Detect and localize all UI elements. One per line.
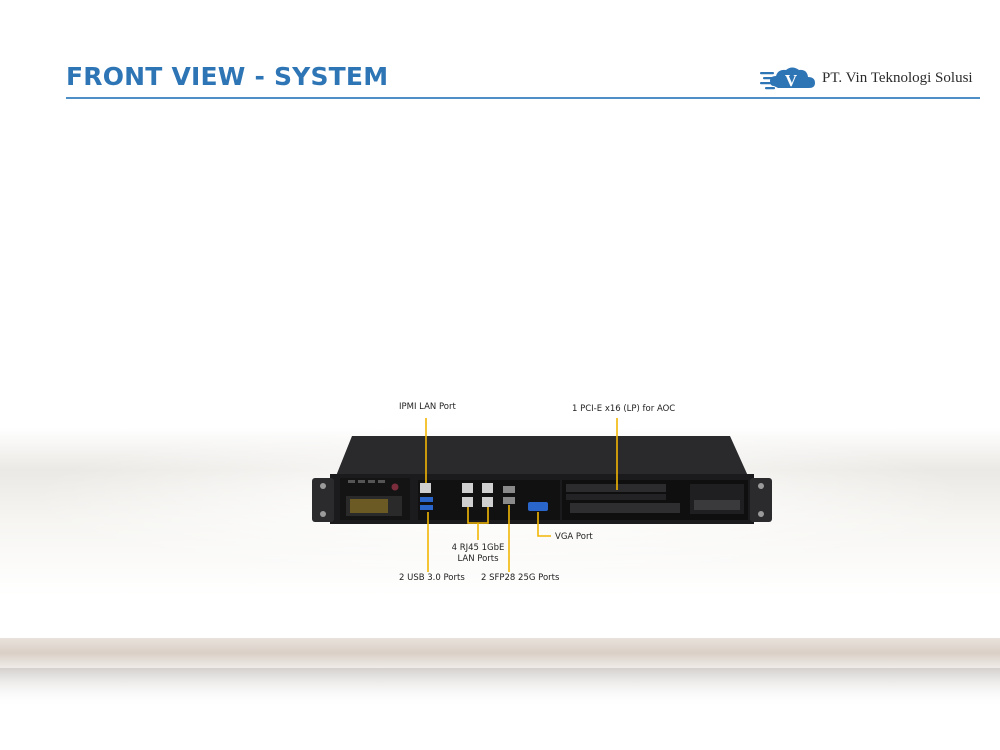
usb-port-1: [420, 497, 433, 502]
product-scene: IPMI LAN Port 1 PCI-E x16 (LP) for AOC 4…: [0, 300, 1000, 750]
company-logo: V PT. Vin Teknologi Solusi: [760, 62, 985, 96]
vga-port-label: VGA Port: [555, 532, 593, 542]
rear-io-panel: [418, 480, 560, 520]
usb-ports-label: 2 USB 3.0 Ports: [399, 573, 465, 583]
logo-letter: V: [785, 71, 798, 90]
right-rack-ear: [750, 478, 772, 522]
pcie-slot-label: 1 PCI-E x16 (LP) for AOC: [572, 404, 676, 414]
page-title: FRONT VIEW - SYSTEM: [66, 62, 389, 91]
vga-port: [528, 502, 548, 511]
rj45-port-1: [462, 483, 473, 493]
leader-vga: [537, 512, 551, 537]
rj45-port-4: [482, 497, 493, 507]
rj45-port-2: [482, 483, 493, 493]
server-top-lid: [336, 436, 748, 476]
callout-leaders: [425, 418, 618, 572]
rj45-port-3: [462, 497, 473, 507]
rj45-lan-ports-label: 4 RJ45 1GbE LAN Ports: [451, 543, 505, 564]
sfp28-port-2: [503, 497, 515, 504]
usb-port-2: [420, 505, 433, 510]
sfp28-port-1: [503, 486, 515, 493]
pcie-slot-area: [562, 480, 748, 520]
ipmi-lan-port: [420, 483, 431, 493]
control-panel: [340, 478, 410, 520]
title-underline: [66, 97, 980, 99]
server-illustration: [0, 418, 1000, 708]
ipmi-lan-port-label: IPMI LAN Port: [399, 402, 456, 412]
sfp28-ports-label: 2 SFP28 25G Ports: [481, 573, 560, 583]
shelf-shadow: [0, 668, 1000, 708]
shelf-edge: [0, 638, 1000, 668]
left-rack-ear: [312, 478, 334, 522]
company-name: PT. Vin Teknologi Solusi: [822, 70, 973, 86]
cloud-v-logo-icon: V: [760, 67, 815, 90]
